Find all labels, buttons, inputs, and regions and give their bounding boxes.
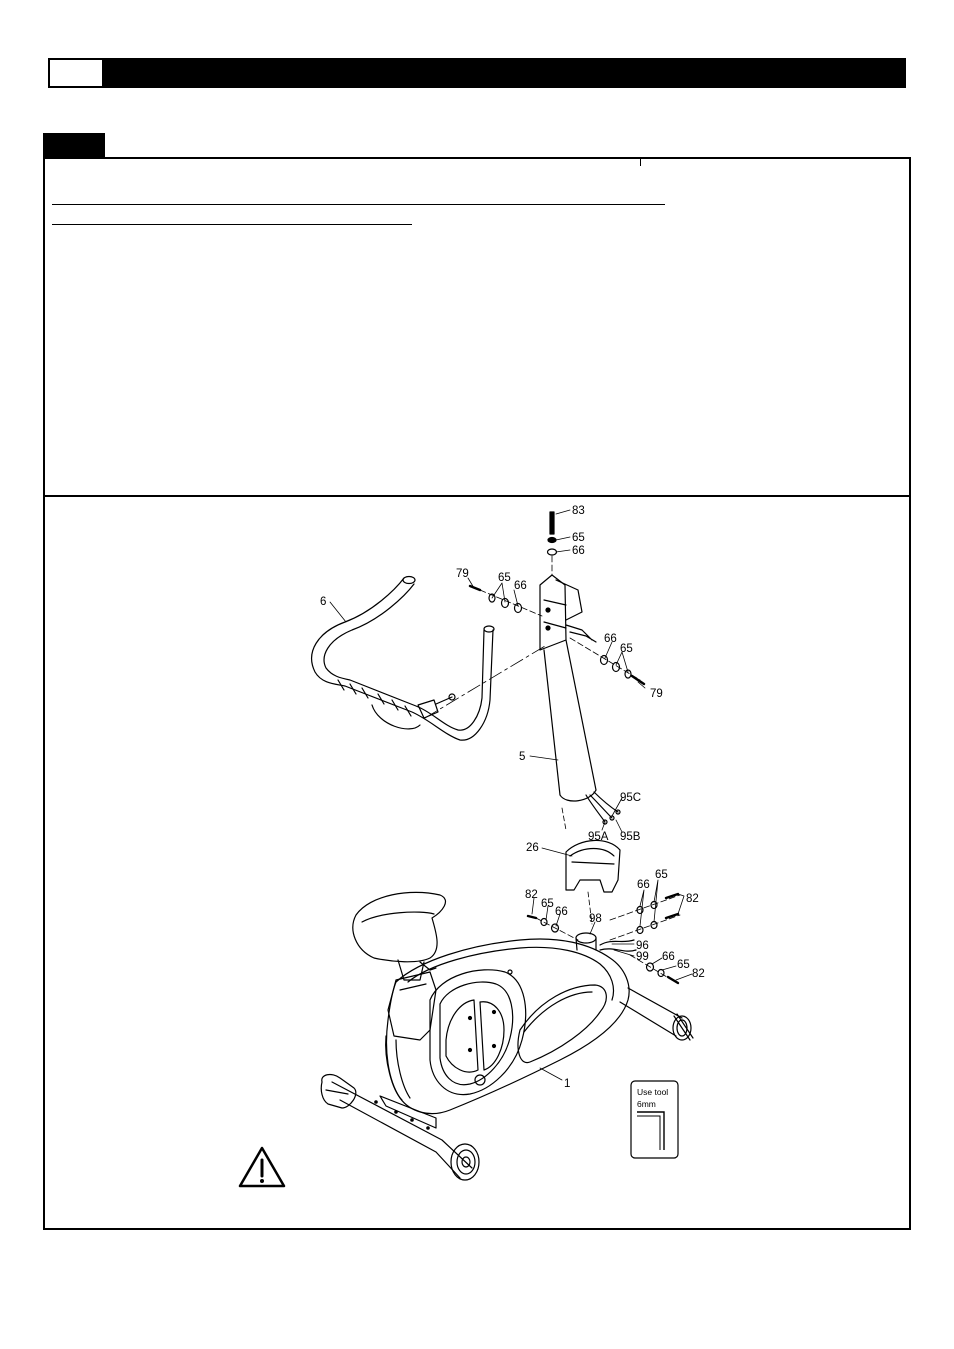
callout-82-bottom: 82 [692, 968, 705, 980]
instruction-rule-2 [52, 224, 412, 225]
callout-65-bottom: 65 [677, 959, 690, 971]
callout-66-right: 66 [604, 633, 617, 645]
callout-98: 98 [589, 913, 602, 925]
callout-99: 99 [636, 951, 649, 963]
callout-66-lower-left: 66 [555, 906, 568, 918]
callout-66-left: 66 [514, 580, 527, 592]
page-number-box [50, 60, 104, 86]
tool-box: Use tool 6mm [630, 1080, 679, 1159]
instruction-rule-1 [52, 204, 665, 205]
callout-83: 83 [572, 505, 585, 517]
callout-82-left: 82 [525, 889, 538, 901]
callout-96: 96 [636, 940, 649, 952]
handlebar-part [311, 575, 495, 741]
figure-panel [43, 495, 911, 1230]
step-tab [43, 133, 105, 157]
top-bolt-stack [546, 511, 558, 576]
callout-66-bottom: 66 [662, 951, 675, 963]
callout-66-lower-right: 66 [637, 879, 650, 891]
right-side-bolts [569, 637, 646, 686]
callout-65-lower-left: 65 [541, 898, 554, 910]
lower-right-bolts [609, 892, 681, 985]
callout-79-right: 79 [650, 688, 663, 700]
lower-left-bolts [526, 914, 579, 941]
tool-label-line2: 6mm [637, 1099, 656, 1109]
callout-66-top: 66 [572, 545, 585, 557]
warning-triangle-icon [238, 1146, 286, 1188]
tool-label-line1: Use tool [637, 1087, 668, 1097]
leader-lines [329, 509, 693, 1081]
callout-65-lower-right: 65 [655, 869, 668, 881]
panel-tick [640, 158, 641, 166]
left-side-bolts [468, 584, 543, 617]
allen-key-icon [637, 1111, 665, 1150]
callout-82-lower-right: 82 [686, 893, 699, 905]
steering-post-part [539, 574, 621, 831]
header-bar [48, 58, 906, 88]
callout-95A: 95A [588, 831, 609, 843]
callout-65-right: 65 [620, 643, 633, 655]
callout-95C: 95C [620, 792, 641, 804]
callout-65-left: 65 [498, 572, 511, 584]
callout-79-left: 79 [456, 568, 469, 580]
main-frame-part [320, 891, 694, 1181]
post-cover-part [565, 839, 621, 925]
instruction-panel [43, 157, 911, 497]
callout-26: 26 [526, 842, 539, 854]
callout-1: 1 [564, 1078, 570, 1090]
callout-labels: 83 65 66 79 65 66 6 66 65 79 5 95C 95A 9… [320, 505, 705, 1090]
callout-6: 6 [320, 596, 326, 608]
callout-95B: 95B [620, 831, 641, 843]
callout-5: 5 [519, 751, 525, 763]
callout-65-top: 65 [572, 532, 585, 544]
